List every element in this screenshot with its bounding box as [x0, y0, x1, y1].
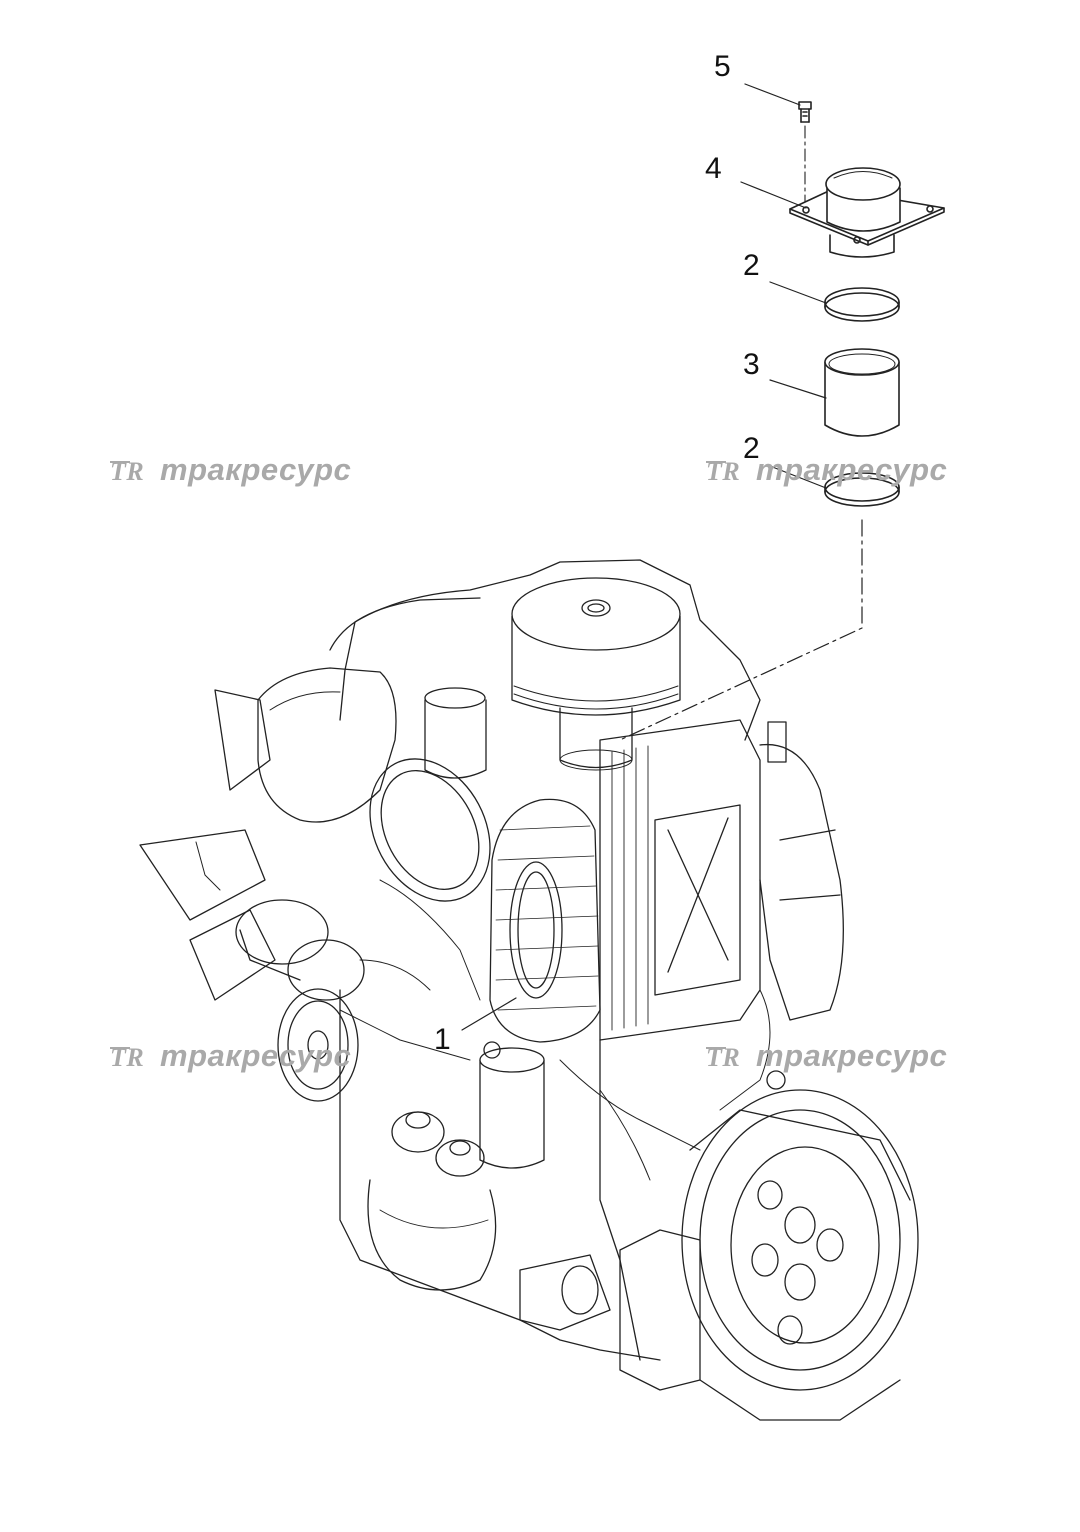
watermark-top-right: TR тракресурс: [704, 452, 947, 488]
watermark-bottom-left: TR тракресурс: [108, 1038, 351, 1074]
bolt-part-5: [798, 101, 812, 123]
assembly-path: [619, 519, 863, 741]
watermark-text: тракресурс: [756, 452, 948, 487]
leader-lines: [461, 83, 827, 1031]
watermark-text: тракресурс: [160, 452, 352, 487]
trakresurs-logo-icon: TR: [704, 1042, 750, 1072]
trakresurs-logo-icon: TR: [108, 456, 154, 486]
watermark-bottom-right: TR тракресурс: [704, 1038, 947, 1074]
watermark-top-left: TR тракресурс: [108, 452, 351, 488]
callout-4: 4: [705, 152, 722, 185]
watermark-text: тракресурс: [756, 1038, 948, 1073]
flange-part-4: [789, 167, 945, 258]
trakresurs-logo-icon: TR: [108, 1042, 154, 1072]
callout-2-upper: 2: [743, 249, 760, 282]
callout-5: 5: [714, 50, 731, 83]
clamp-part-2-upper: [824, 287, 900, 322]
callout-2-lower: 2: [743, 432, 760, 465]
callout-1: 1: [434, 1023, 451, 1056]
engine-assembly-part-1: [139, 559, 919, 1421]
callout-3: 3: [743, 348, 760, 381]
hose-part-3: [824, 348, 900, 437]
trakresurs-logo-icon: TR: [704, 456, 750, 486]
watermark-text: тракресурс: [160, 1038, 352, 1073]
